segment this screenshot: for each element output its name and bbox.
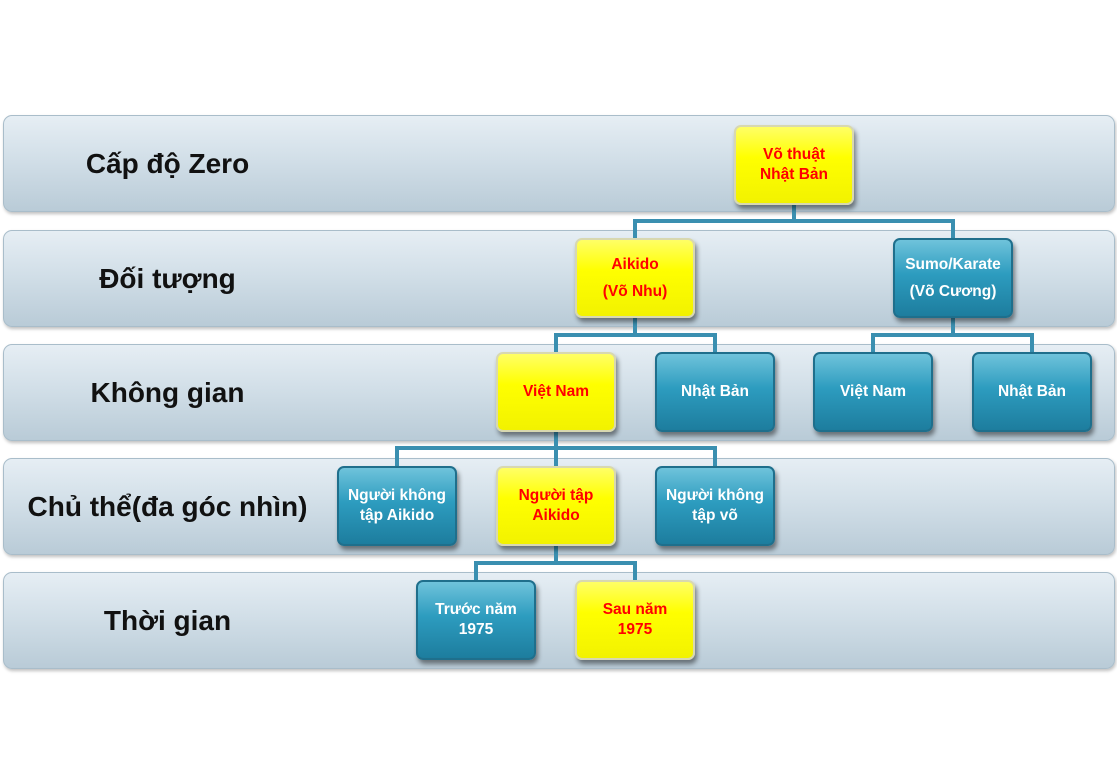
level-label-object: Đối tượng [99,262,236,294]
node-aikido-practitioners: Người tập Aikido [496,466,616,546]
node-text-line2: (Võ Nhu) [602,283,668,300]
connector-aikido [554,318,637,352]
node-non-martial-people: Người không tập võ [655,466,775,546]
node-text-line1: Người không [665,487,764,504]
node-non-aikido-people: Người không tập Aikido [337,466,457,546]
node-text-line1: Người tập [518,487,594,504]
connector-practitioner [474,546,558,580]
node-text-line1: Trước năm [435,601,517,618]
node-text-line2: tập võ [692,507,738,524]
connector-practitioner-after [556,561,637,580]
connector-vn [395,432,558,466]
connector-root-sumo [794,219,955,238]
node-sumo-japan: Nhật Bản [972,352,1092,432]
level-label-time: Thời gian [103,604,232,636]
node-text-line2: Nhật Bản [759,166,829,183]
connector-sumo-jp [953,333,1034,352]
node-text-line2: 1975 [617,621,653,638]
node-text-line1: Việt Nam [839,383,907,400]
node-text-line1: Võ thuật [763,146,825,163]
node-text-line1: Sumo/Karate [905,256,1001,273]
node-sumo-vietnam: Việt Nam [813,352,933,432]
node-text-line2: tập Aikido [359,507,435,524]
node-before-1975: Trước năm 1975 [416,580,536,660]
node-text-line2: Aikido [532,507,580,524]
node-text-line2: (Võ Cương) [909,283,997,300]
node-aikido-japan: Nhật Bản [655,352,775,432]
level-band-time [3,572,1115,669]
connector-root [633,205,796,238]
connector-aikido-jp [635,333,717,352]
node-text-line1: Nhật Bản [680,383,750,400]
node-text-line2: 1975 [458,621,494,638]
connector-sumo [871,318,955,352]
node-text-line1: Người không [347,487,446,504]
node-japanese-martial-arts: Võ thuật Nhật Bản [734,125,854,205]
node-aikido: Aikido (Võ Nhu) [575,238,695,318]
node-aikido-vietnam: Việt Nam [496,352,616,432]
level-label-space: Không gian [90,376,245,408]
node-text-line1: Việt Nam [522,383,590,400]
node-text-line1: Sau năm [602,601,668,618]
node-text-line1: Nhật Bản [997,383,1067,400]
node-after-1975: Sau năm 1975 [575,580,695,660]
level-label-subject: Chủ thể(đa góc nhìn) [27,490,308,522]
node-text-line1: Aikido [611,256,659,273]
connector-vn-right [556,446,717,466]
level-label-zero: Cấp độ Zero [85,147,250,179]
level-band-zero [3,115,1115,212]
node-sumo-karate: Sumo/Karate (Võ Cương) [893,238,1013,318]
